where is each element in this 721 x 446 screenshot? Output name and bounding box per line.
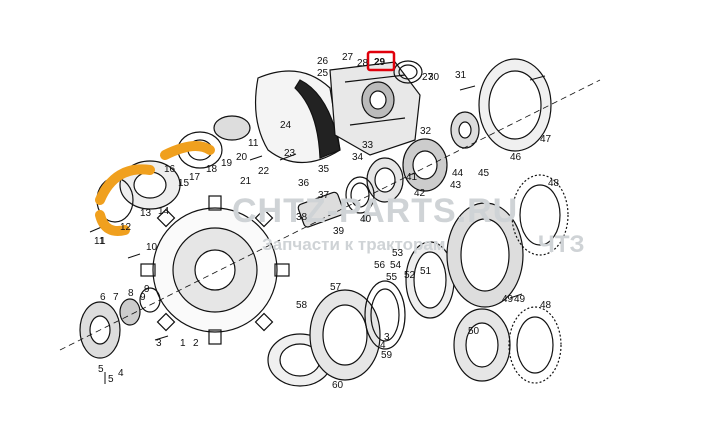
axis-centerline <box>59 79 601 351</box>
part-label: 28 <box>357 58 369 69</box>
part-label: 48 <box>548 178 560 189</box>
logo-arc-1 <box>95 164 155 205</box>
part-label: 10 <box>146 242 158 253</box>
shaft-38 <box>297 191 345 228</box>
part-label: 31 <box>455 70 467 81</box>
part-label: 60 <box>332 380 344 391</box>
seal-ring-28 <box>393 60 423 84</box>
part-label: 11 <box>94 236 105 247</box>
part-label: 13 <box>140 208 152 219</box>
part-label: 47 <box>540 134 552 145</box>
part-label: 23 <box>284 148 296 159</box>
part-label: 26 <box>317 56 329 67</box>
part-label: 44 <box>452 168 464 179</box>
part-label-repeat: 48 <box>540 300 552 311</box>
part-label: 42 <box>414 188 426 199</box>
part-label: 5 <box>98 364 104 375</box>
part-label: 8 <box>128 288 134 299</box>
part-label: 36 <box>298 178 310 189</box>
part-label: 19 <box>221 158 233 169</box>
part-label: 40 <box>360 214 372 225</box>
watermark-site: CHTZ-PARTS.RU <box>232 192 518 230</box>
part-label: 37 <box>318 190 330 201</box>
part-label-repeat: 5 <box>108 374 114 385</box>
part-label: 55 <box>386 272 398 283</box>
part-label: 14 <box>158 206 170 217</box>
part-label: 12 <box>120 222 132 233</box>
part-label-repeat: 27 <box>422 72 434 83</box>
shield-guard-dark <box>294 79 341 159</box>
assembly-drawing <box>59 58 601 387</box>
part-label: 53 <box>392 248 404 259</box>
sprocket-teeth <box>140 195 290 345</box>
part-label: 6 <box>100 292 106 303</box>
part-label: 21 <box>240 176 252 187</box>
part-label: 22 <box>258 166 270 177</box>
watermark-tagline: Запчасти к тракторам <box>262 235 445 254</box>
nut-7 <box>119 298 141 326</box>
highlight-box <box>366 50 396 72</box>
part-label: 46 <box>510 152 522 163</box>
part-label: 41 <box>406 172 418 183</box>
ring-40 <box>345 176 375 214</box>
ring-55 <box>364 280 406 350</box>
part-label-repeat: 11 <box>248 138 259 149</box>
part-label: 16 <box>164 164 176 175</box>
friction-ring-48-top <box>511 174 569 256</box>
part-label: 39 <box>333 226 345 237</box>
part-label: 52 <box>404 270 416 281</box>
part-label: 1 <box>180 338 186 349</box>
part-label: 45 <box>478 168 490 179</box>
part-label-repeat: 9 <box>140 292 146 303</box>
part-label: 17 <box>189 172 201 183</box>
part-label: 9 <box>144 284 150 295</box>
part-label: 57 <box>330 282 342 293</box>
part-label-repeat: 1 <box>100 236 106 247</box>
logo-arc-3 <box>95 210 130 236</box>
watermark-brand: ЧТЗ <box>538 231 585 258</box>
part-label: 18 <box>206 164 218 175</box>
part-label: 20 <box>236 152 248 163</box>
part-label: 56 <box>374 260 386 271</box>
part-label: 43 <box>450 180 462 191</box>
part-label: 59 <box>381 350 393 361</box>
part-label: 30 <box>428 72 440 83</box>
part-label: 51 <box>420 266 432 277</box>
part-label-repeat: 3 <box>384 332 390 343</box>
part-label: 3 <box>156 338 162 349</box>
part-label: 24 <box>280 120 292 131</box>
part-label: 4 <box>118 368 124 379</box>
repeated-callouts: 48 27 49 1 11 3 4 5 9 <box>100 72 552 385</box>
bearing-19 <box>213 115 251 141</box>
part-label: 25 <box>317 68 329 79</box>
part-label: 54 <box>390 260 402 271</box>
part-label-repeat: 49 <box>502 294 514 305</box>
part-label: 2 <box>193 338 199 349</box>
part-label-repeat: 4 <box>380 340 386 351</box>
part-label: 7 <box>113 292 119 303</box>
part-label: 50 <box>468 326 480 337</box>
orange-logo-fragment <box>95 141 215 236</box>
part-callouts: 1 2 3 4 5 6 7 8 9 10 11 12 13 14 15 16 1… <box>94 52 560 391</box>
part-label: 15 <box>178 178 190 189</box>
part-label: 58 <box>296 300 308 311</box>
part-label: 38 <box>296 212 308 223</box>
highlight-part-number: 29 <box>374 57 386 68</box>
friction-ring-48-bottom <box>508 306 562 384</box>
part-label: 34 <box>352 152 364 163</box>
part-label: 49 <box>514 294 526 305</box>
part-label: 33 <box>362 140 374 151</box>
part-label: 27 <box>342 52 354 63</box>
logo-arc-2 <box>160 141 215 160</box>
part-label: 32 <box>420 126 432 137</box>
part-label: 35 <box>318 164 330 175</box>
